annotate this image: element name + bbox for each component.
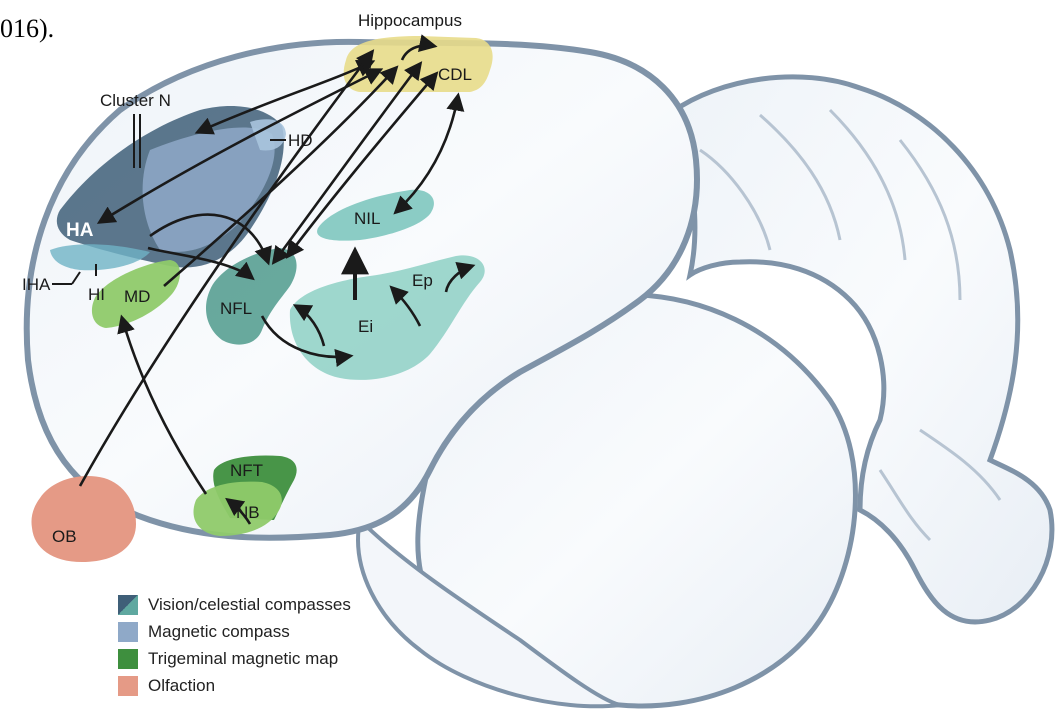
label-cluster-n: Cluster N — [100, 91, 171, 110]
legend-label-vision: Vision/celestial compasses — [148, 595, 351, 615]
label-nfl: NFL — [220, 299, 252, 318]
label-nb: NB — [236, 503, 260, 522]
label-hippocampus: Hippocampus — [358, 11, 462, 30]
label-ob: OB — [52, 527, 77, 546]
label-ep: Ep — [412, 271, 433, 290]
label-hi: HI — [88, 285, 105, 304]
label-hd: HD — [288, 131, 313, 150]
label-iha: IHA — [22, 275, 51, 294]
label-ha: HA — [66, 220, 94, 241]
ob-region — [31, 476, 136, 562]
legend-swatch-olfaction — [118, 676, 138, 696]
legend-swatch-vision — [118, 595, 138, 615]
legend-item-magnetic: Magnetic compass — [118, 619, 438, 645]
legend-swatch-magnetic — [118, 622, 138, 642]
label-md: MD — [124, 287, 150, 306]
legend-item-trigeminal: Trigeminal magnetic map — [118, 646, 438, 672]
label-ei: Ei — [358, 317, 373, 336]
legend-label-olfaction: Olfaction — [148, 676, 215, 696]
legend: Vision/celestial compasses Magnetic comp… — [118, 592, 438, 700]
legend-swatch-trigeminal — [118, 649, 138, 669]
label-nil: NIL — [354, 209, 380, 228]
legend-item-olfaction: Olfaction — [118, 673, 438, 699]
label-nft: NFT — [230, 461, 263, 480]
legend-label-magnetic: Magnetic compass — [148, 622, 290, 642]
legend-label-trigeminal: Trigeminal magnetic map — [148, 649, 338, 669]
legend-item-vision: Vision/celestial compasses — [118, 592, 438, 618]
label-cdl: CDL — [438, 65, 472, 84]
